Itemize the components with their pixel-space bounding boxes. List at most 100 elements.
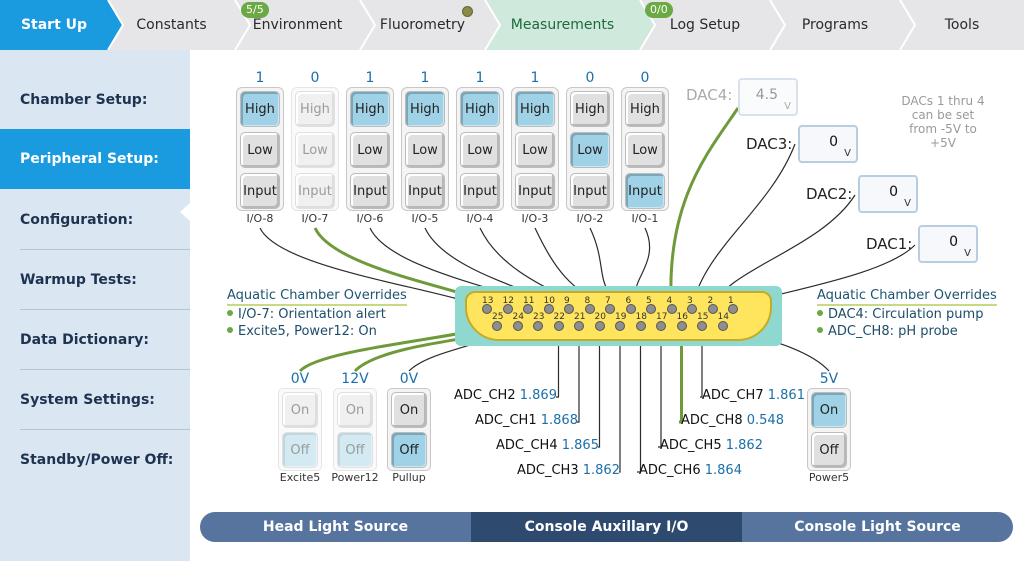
pin-number: 15 [697,312,709,322]
tab-programs[interactable]: Programs [770,0,900,50]
override-text: DAC4: Circulation pump [828,307,984,322]
adc-ch1-readout: ADC_CH1 1.868 [475,413,578,428]
sidebar-item-data-dictionary[interactable]: Data Dictionary: [0,310,190,370]
tab-log-setup[interactable]: Log Setup [640,0,770,50]
io3-input-button[interactable]: Input [515,173,555,209]
sidebar-item-peripheral-setup[interactable]: Peripheral Setup: [0,129,190,189]
dac-value: 4.5 [755,87,778,103]
tab-environment[interactable]: Environment [235,0,360,50]
io1-low-button[interactable]: Low [625,132,665,168]
dac2-input[interactable]: 0 V [858,175,918,213]
dac-value: 0 [889,184,898,200]
adc-value: 1.868 [540,413,578,428]
io-value: 1 [530,70,540,86]
tab-console-light-source[interactable]: Console Light Source [742,512,1013,542]
io4-low-button[interactable]: Low [460,132,500,168]
tab-measurements[interactable]: Measurements [485,0,640,50]
adc-value: 0.548 [746,413,784,428]
excite5-button-group: On Off [278,388,322,471]
sidebar-item-label: Peripheral Setup: [20,151,159,167]
override-wire [679,326,683,424]
tab-head-light-source[interactable]: Head Light Source [200,512,471,542]
pin-number: 10 [543,296,555,306]
io5-low-button[interactable]: Low [405,132,445,168]
connector-pin [543,304,554,314]
dac4-input[interactable]: 4.5 V [738,78,798,116]
io-name: I/O-6 [356,212,384,225]
io8-input-button[interactable]: Input [240,173,280,209]
excite5-on-button[interactable]: On [282,392,318,428]
power12-off-button[interactable]: Off [337,432,373,468]
io2-input-button[interactable]: Input [570,173,610,209]
pullup-on-button[interactable]: On [391,392,427,428]
sidebar-item-configuration[interactable]: Configuration: [0,190,190,250]
sidebar-divider [20,249,190,250]
io6-high-button[interactable]: High [350,91,390,127]
io-button-group: High Low Input [346,87,394,211]
tab-fluorometry[interactable]: Fluorometry [360,0,485,50]
io3-high-button[interactable]: High [515,91,555,127]
io7-high-button[interactable]: High [295,91,335,127]
power5-on-button[interactable]: On [811,392,847,428]
io1-input-button[interactable]: Input [625,173,665,209]
io8-high-button[interactable]: High [240,91,280,127]
io6-input-button[interactable]: Input [350,173,390,209]
sidebar-item-system-settings[interactable]: System Settings: [0,370,190,430]
io5-input-button[interactable]: Input [405,173,445,209]
io6-low-button[interactable]: Low [350,132,390,168]
adc-ch3-readout: ADC_CH3 1.862 [517,463,620,478]
sidebar-item-standby-power-off[interactable]: Standby/Power Off: [0,430,190,490]
adc-wire [577,326,580,423]
sidebar-item-warmup-tests[interactable]: Warmup Tests: [0,250,190,310]
dac-unit: V [844,148,851,159]
io5-high-button[interactable]: High [405,91,445,127]
io4-high-button[interactable]: High [460,91,500,127]
power12-label: Power12 [331,471,379,484]
dac1-input[interactable]: 0 V [918,225,978,263]
adc-wire [556,326,560,398]
io7-low-button[interactable]: Low [295,132,335,168]
excite5-off-button[interactable]: Off [282,432,318,468]
sidebar-item-label: Chamber Setup: [20,92,148,108]
adc-value: 1.861 [767,388,805,403]
connector-pin [482,304,492,314]
dac-value: 0 [829,134,838,150]
tab-label: Start Up [20,17,88,33]
pullup-label: Pullup [392,471,426,484]
connector-pin [697,321,707,331]
io4-input-button[interactable]: Input [460,173,500,209]
io-button-group: High Low Input [291,87,339,211]
sidebar-item-label: System Settings: [20,392,155,408]
left-override-item: I/O-7: Orientation alert [227,307,386,322]
io-value: 0 [585,70,595,86]
io2-low-button[interactable]: Low [570,132,610,168]
connector-pin [533,321,543,331]
sidebar-item-chamber-setup[interactable]: Chamber Setup: [0,70,190,130]
tab-console-auxillary-io[interactable]: Console Auxillary I/O [471,512,742,542]
adc-label: ADC_CH3 [517,463,579,478]
adc-wire [658,326,662,448]
connector-pin [717,321,728,331]
io2-high-button[interactable]: High [570,91,610,127]
pullup-off-button[interactable]: Off [391,432,427,468]
tab-label: Fluorometry [379,17,466,33]
dac-unit: V [904,198,911,209]
bullet-icon [817,310,823,316]
tab-tools[interactable]: Tools [900,0,1024,50]
power12-on-button[interactable]: On [337,392,373,428]
sidebar: Chamber Setup: Peripheral Setup: Configu… [0,50,190,561]
io3-low-button[interactable]: Low [515,132,555,168]
io8-low-button[interactable]: Low [240,132,280,168]
tab-constants[interactable]: Constants [108,0,235,50]
pin-number: 2 [707,296,714,306]
tab-start-up[interactable]: Start Up [0,0,108,50]
adc-label: ADC_CH7 [702,388,764,403]
io-name: I/O-3 [521,212,549,225]
io7-input-button[interactable]: Input [295,173,335,209]
adc-value: 1.869 [519,388,557,403]
power5-off-button[interactable]: Off [811,432,847,468]
io1-high-button[interactable]: High [625,91,665,127]
dac3-input[interactable]: 0 V [798,125,858,163]
active-item-pointer [180,203,190,221]
pullup-value: 0V [399,371,419,387]
